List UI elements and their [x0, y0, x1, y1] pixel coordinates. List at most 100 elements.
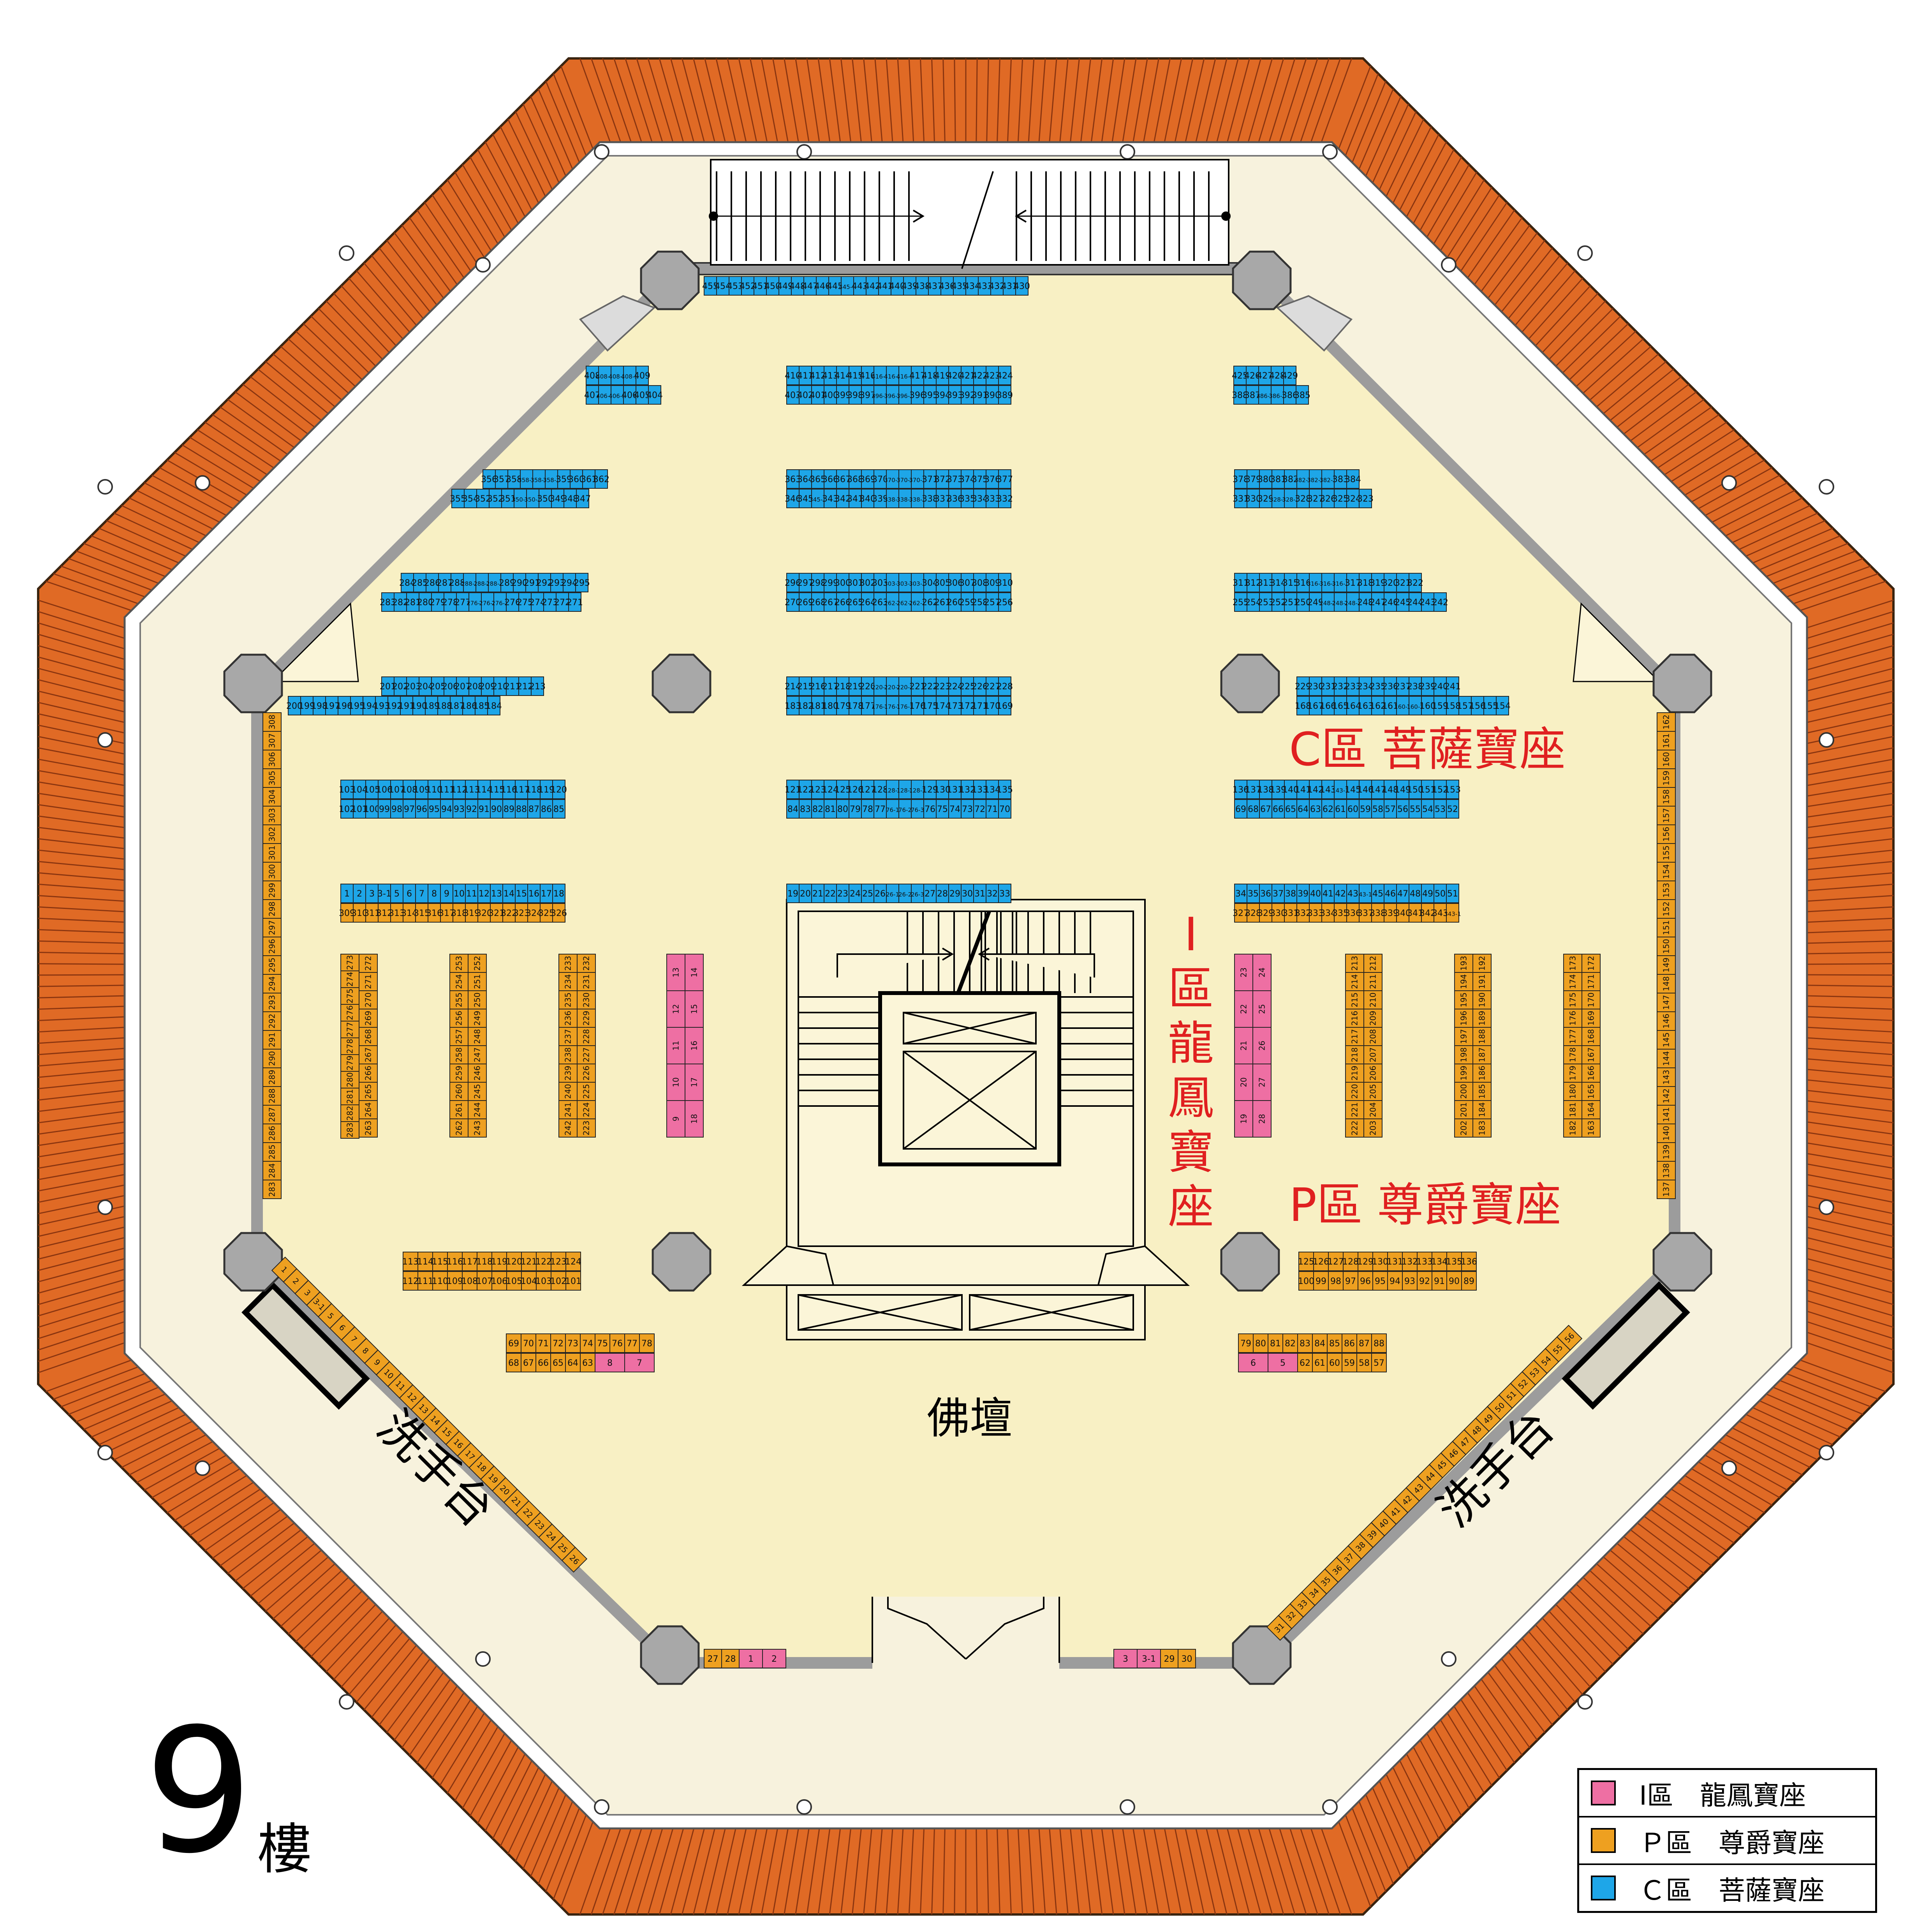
seat-number: 198	[311, 701, 328, 711]
seat	[568, 592, 581, 612]
seat-number: 388	[1232, 391, 1248, 400]
roof-tile-line	[1732, 1427, 1810, 1468]
seat-number: 92	[1419, 1277, 1430, 1286]
roof-tile-line	[1174, 1828, 1194, 1915]
seat-number: 285	[268, 1145, 277, 1159]
roof-tile-line	[99, 1407, 180, 1446]
seat-number: 66	[1273, 805, 1284, 814]
seat-number: 294	[268, 976, 277, 991]
roof-tile-line	[1807, 736, 1894, 755]
roof-tile-line	[38, 690, 125, 713]
seat-number: 204	[1368, 1102, 1378, 1117]
legend-label-i: Ⅰ區 龍鳳寶座	[1639, 1780, 1806, 1811]
seat-number: 381	[1270, 475, 1286, 484]
seat-number: 255	[454, 992, 464, 1007]
roof-tile-line	[693, 1828, 715, 1915]
roof-tile-line	[1807, 1342, 1894, 1374]
seat-number: 89	[504, 805, 514, 814]
seat-number: 320	[1382, 578, 1398, 588]
seat-number: 232	[582, 956, 591, 970]
seat	[489, 489, 502, 508]
seat-number: 171	[972, 701, 988, 711]
seat-number: 60	[1347, 805, 1358, 814]
seat-number: 79	[1240, 1339, 1251, 1349]
seat-number: 220	[859, 682, 876, 692]
roof-tile-line	[522, 1787, 560, 1869]
seat	[531, 676, 544, 696]
seat-number: 423	[984, 371, 1000, 381]
seat-number: 221	[909, 682, 926, 692]
seat	[973, 489, 986, 508]
seat-number: 287	[268, 1107, 277, 1122]
seat-number: 182	[1568, 1120, 1578, 1135]
roof-tile-line	[1807, 1100, 1894, 1112]
seat-number: 191	[398, 701, 415, 711]
seat-number: 208	[1368, 1029, 1378, 1044]
seat	[923, 573, 937, 592]
seat-number: 452	[740, 282, 756, 291]
seat-number: 76-1	[886, 807, 899, 814]
seat-number: 71	[987, 805, 998, 814]
roof-tile-line	[1725, 497, 1803, 537]
roof-tile-line	[1576, 331, 1636, 387]
roof-tile-line	[1596, 353, 1659, 407]
roof-tile-line	[1467, 210, 1515, 278]
seat-number: 193	[1459, 956, 1469, 970]
seat-number: 131	[1387, 1257, 1403, 1267]
seat-number: 99	[1316, 1277, 1326, 1286]
seat-number: 35	[1248, 889, 1259, 899]
seat-number: 187	[1478, 1047, 1487, 1062]
seat-number: 284	[399, 578, 416, 588]
seat-number: 303	[268, 808, 277, 823]
seat	[1346, 676, 1360, 696]
roof-tile-line	[38, 656, 125, 681]
seat-number: 189	[1478, 1011, 1487, 1025]
seat-number: 72	[553, 1339, 564, 1349]
seat-number: 26	[1257, 1041, 1267, 1050]
seat-number: 63	[1310, 805, 1321, 814]
roof-tile-line	[1807, 1321, 1894, 1351]
seat-number: 382-3	[1319, 477, 1337, 484]
seat-number: 213	[529, 682, 546, 692]
roof-tile-line	[1049, 58, 1057, 143]
seat-number: 181	[1568, 1102, 1578, 1117]
seat-number: 211	[504, 682, 521, 692]
seat-number: 248	[473, 1029, 482, 1044]
roof-tile-line	[1420, 157, 1462, 231]
roof-tile-line	[515, 1781, 553, 1862]
roof-tile-line	[1143, 58, 1159, 143]
roof-tile-line	[38, 679, 125, 702]
seat	[394, 676, 407, 696]
seat-number: 370-1	[884, 477, 901, 484]
seat-number: 64	[567, 1358, 578, 1368]
roof-tile-line	[38, 1016, 125, 1021]
seat	[1003, 276, 1016, 296]
seat-number: 296	[268, 939, 277, 954]
seat-number: 194	[1459, 974, 1469, 989]
seat-number: 428	[1269, 371, 1286, 381]
roof-tile-line	[45, 1360, 132, 1392]
seat-number: 334	[972, 494, 988, 504]
seat-number: 208	[467, 682, 483, 692]
seat-number: 7	[419, 889, 424, 899]
roof-tile-line	[1793, 573, 1879, 604]
roof-tile-line	[1195, 58, 1216, 143]
roof-tile-line	[401, 1678, 451, 1748]
roof-tile-line	[38, 827, 125, 839]
seat-number: 188	[436, 701, 452, 711]
roof-tile-line	[1542, 293, 1599, 353]
seat-number: 8	[431, 889, 437, 899]
seat	[1309, 676, 1322, 696]
seat-number: 343	[822, 494, 838, 504]
seat	[874, 592, 887, 612]
seat-number: 72	[974, 805, 985, 814]
seat	[874, 489, 887, 508]
seat-number: 67	[523, 1358, 534, 1368]
seat-number: 274	[529, 598, 546, 608]
seat	[1321, 469, 1335, 489]
seat-number: 106	[491, 1277, 507, 1286]
seat	[1309, 489, 1322, 508]
roof-tile-line	[1555, 1604, 1614, 1665]
roof-tile-line	[181, 1481, 254, 1529]
seat-number: 89	[1464, 1277, 1474, 1286]
